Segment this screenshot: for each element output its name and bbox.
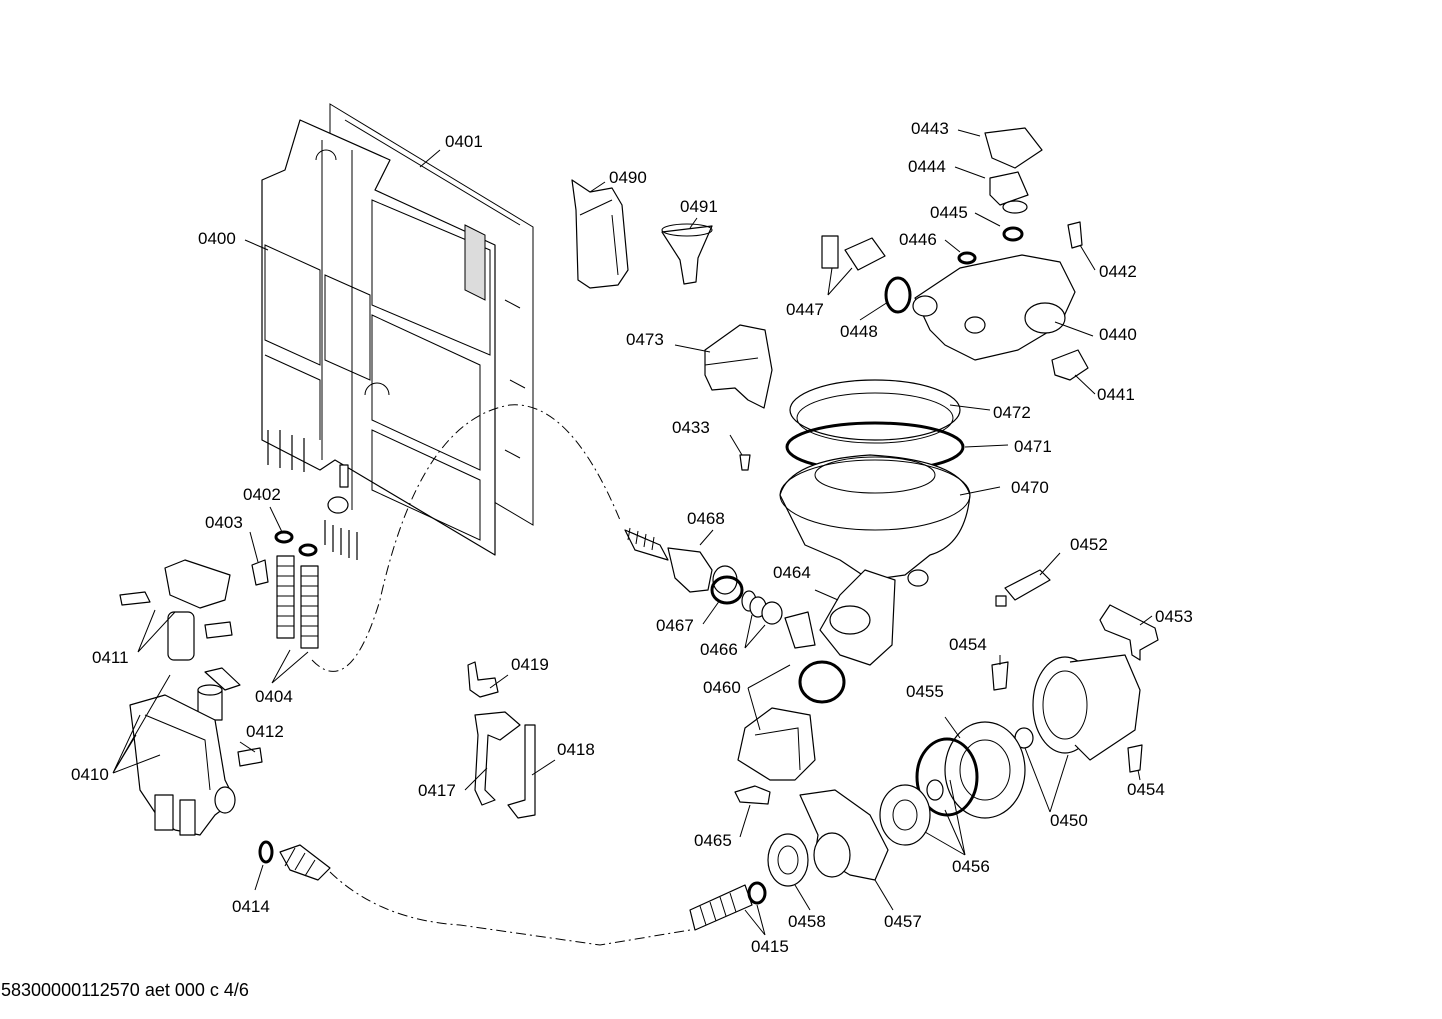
- screw-0433: [739, 454, 751, 471]
- label-0472: 0472: [993, 403, 1031, 422]
- label-0446: 0446: [899, 230, 937, 249]
- valve-group-0440: [821, 127, 1089, 381]
- label-0456: 0456: [952, 857, 990, 876]
- cover-0473: [704, 324, 773, 409]
- routing-line-drain: [311, 404, 621, 672]
- label-0412: 0412: [246, 722, 284, 741]
- label-0455: 0455: [906, 682, 944, 701]
- label-0417: 0417: [418, 781, 456, 800]
- valve-0419: [467, 661, 536, 819]
- label-0400: 0400: [198, 229, 236, 248]
- label-0468: 0468: [687, 509, 725, 528]
- label-0440: 0440: [1099, 325, 1137, 344]
- label-0441: 0441: [1097, 385, 1135, 404]
- label-0404: 0404: [255, 687, 293, 706]
- label-0458: 0458: [788, 912, 826, 931]
- label-0443: 0443: [911, 119, 949, 138]
- part-labels: 0401 0400 0402 0403 0404 0411 0410 0412 …: [71, 119, 1193, 956]
- label-0419: 0419: [511, 655, 549, 674]
- label-0414: 0414: [232, 897, 270, 916]
- label-0490: 0490: [609, 168, 647, 187]
- sump-0470: [779, 379, 971, 666]
- leader-lines: [112, 129, 1153, 936]
- label-0464: 0464: [773, 563, 811, 582]
- label-0445: 0445: [930, 203, 968, 222]
- label-0447: 0447: [786, 300, 824, 319]
- label-0457: 0457: [884, 912, 922, 931]
- label-0402: 0402: [243, 485, 281, 504]
- heater-0452: [995, 569, 1051, 607]
- label-0401: 0401: [445, 132, 483, 151]
- label-0467: 0467: [656, 616, 694, 635]
- funnel-0491: [661, 223, 713, 285]
- label-0465: 0465: [694, 831, 732, 850]
- pump-housing-0460: [734, 660, 846, 805]
- label-0410: 0410: [71, 765, 109, 784]
- label-0403: 0403: [205, 513, 243, 532]
- label-0471: 0471: [1014, 437, 1052, 456]
- hoses-0404: [251, 530, 319, 649]
- hose-0414: [258, 840, 331, 881]
- label-0473: 0473: [626, 330, 664, 349]
- document-footer-code: 58300000112570 aet 000 c 4/6: [1, 980, 249, 1000]
- label-0470: 0470: [1011, 478, 1049, 497]
- label-0466: 0466: [700, 640, 738, 659]
- label-0454-top: 0454: [949, 635, 987, 654]
- label-0454-bottom: 0454: [1127, 780, 1165, 799]
- dispenser-0490: [571, 179, 629, 289]
- routing-line-hose: [329, 871, 691, 946]
- label-0415: 0415: [751, 937, 789, 956]
- label-0452: 0452: [1070, 535, 1108, 554]
- label-0448: 0448: [840, 322, 878, 341]
- label-0411: 0411: [92, 648, 129, 667]
- label-0450: 0450: [1050, 811, 1088, 830]
- label-0433: 0433: [672, 418, 710, 437]
- label-0453: 0453: [1155, 607, 1193, 626]
- impeller-group-0456: [767, 721, 1026, 887]
- label-0418: 0418: [557, 740, 595, 759]
- motor-0450: [991, 654, 1143, 773]
- label-0491: 0491: [680, 197, 718, 216]
- hose-0415: [689, 881, 767, 931]
- water-tank-0400: [261, 119, 496, 560]
- label-0444: 0444: [908, 157, 946, 176]
- hose-coupling-0468: [624, 527, 816, 649]
- aquastop-0410: [119, 559, 263, 836]
- label-0442: 0442: [1099, 262, 1137, 281]
- bracket-0453: [1099, 604, 1159, 661]
- label-0460: 0460: [703, 678, 741, 697]
